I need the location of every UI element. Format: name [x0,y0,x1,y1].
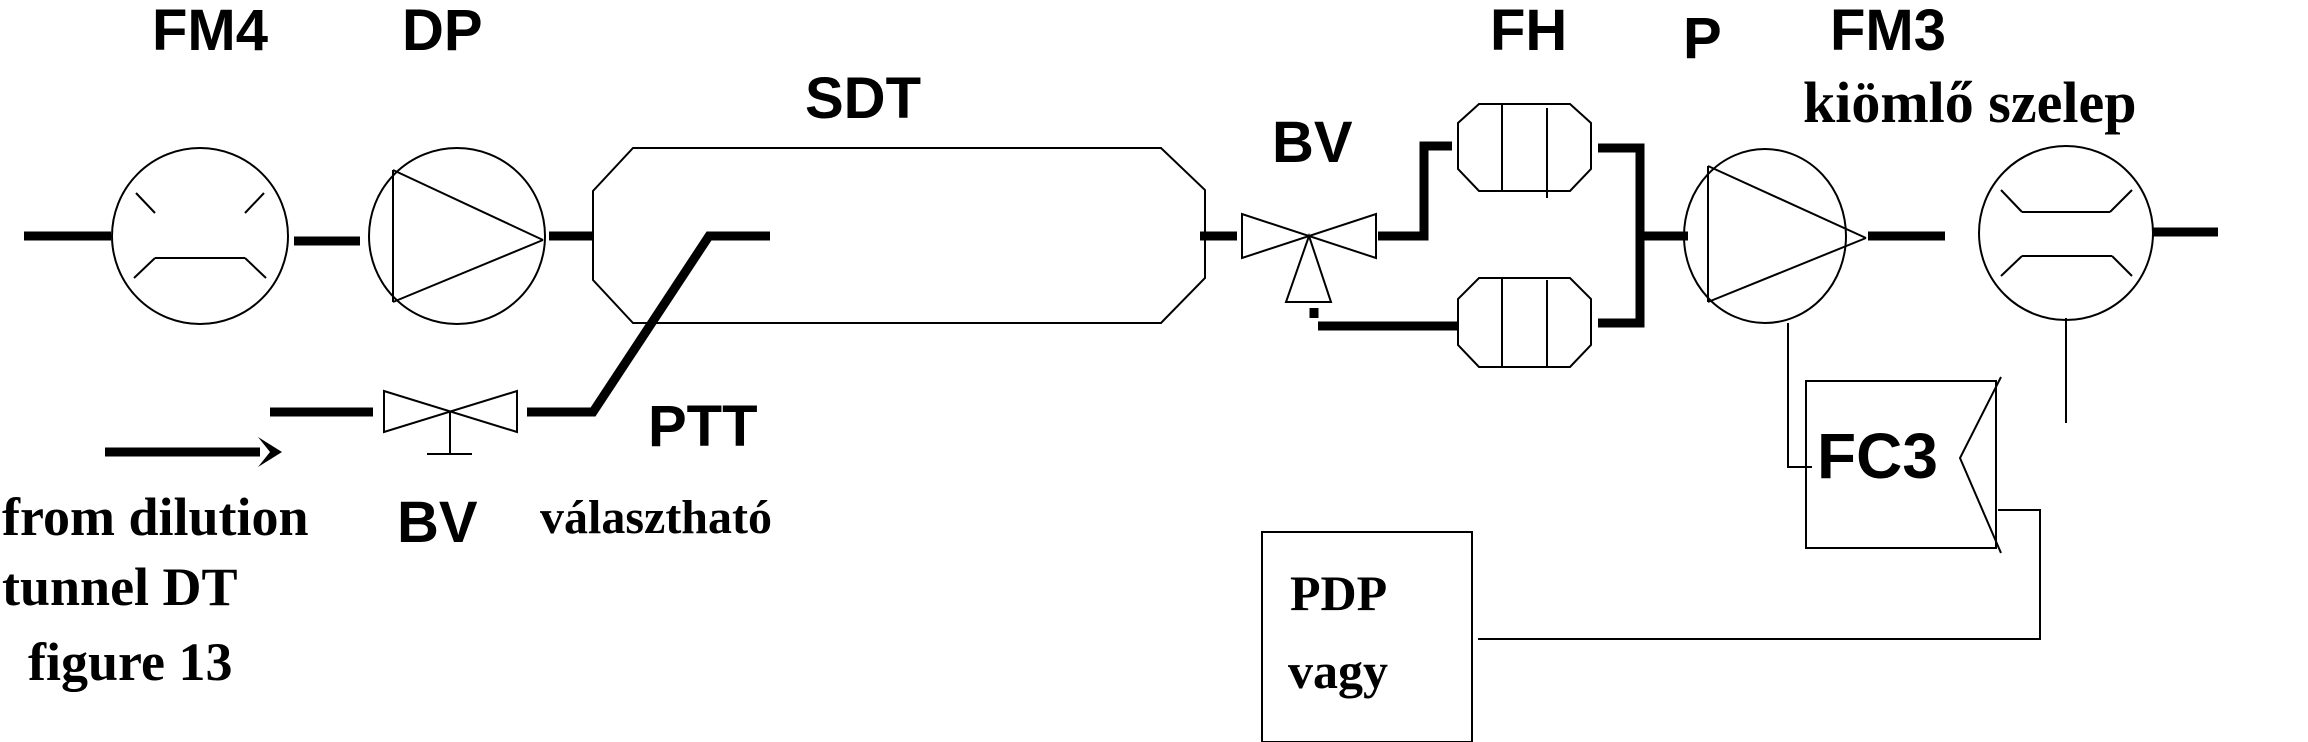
label-bv-top: BV [1272,110,1353,175]
label-sdt: SDT [805,66,921,131]
label-inlet-line1: from dilution [2,487,309,547]
inlet-arrow-icon [105,437,282,467]
label-fm4: FM4 [152,0,268,63]
label-ptt: PTT [648,394,758,459]
ball-valve-bottom-icon [383,389,518,455]
pipe-bv-to-fh-upper [1378,141,1452,241]
label-p: P [1683,6,1722,71]
particulate-transfer-tube-ptt [527,231,770,417]
label-bv-bottom: BV [397,490,478,555]
filter-holder-upper-icon [1457,103,1592,198]
flow-meter-fm3-icon [1978,145,2154,321]
label-overflow-valve: kiömlő szelep [1803,70,2136,135]
flow-controller-fc3 [1805,376,2002,554]
label-inlet-line2: tunnel DT [2,557,238,617]
filter-holder-lower-icon [1457,277,1592,368]
label-fc3: FC3 [1817,420,1938,492]
three-way-ball-valve-icon [1241,212,1377,303]
pump-dp-icon [368,147,546,325]
label-inlet-line3: figure 13 [28,632,232,692]
label-pdp-or: vagy [1288,643,1388,699]
label-optional: választható [540,491,772,544]
signal-fc3-to-pdp [1478,509,2041,640]
label-fh: FH [1490,0,1567,63]
signal-p-to-fc3 [1787,323,1812,468]
label-dp: DP [402,0,483,63]
pdp-box [1261,531,1473,742]
pump-p-icon [1683,148,1867,324]
secondary-dilution-tunnel-sdt [592,147,1206,324]
label-pdp: PDP [1290,565,1387,621]
pipe-fh-manifold [1598,143,1645,328]
label-fm3: FM3 [1830,0,1946,63]
flow-meter-fm4-icon [111,147,289,325]
